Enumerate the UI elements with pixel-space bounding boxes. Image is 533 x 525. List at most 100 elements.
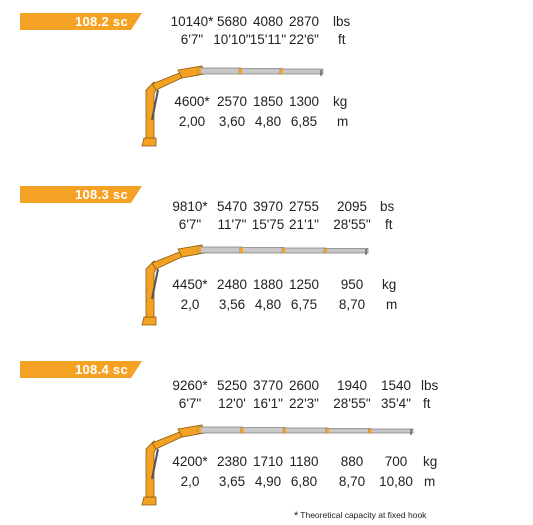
table-cell: 1850 [252,94,284,109]
model-name: 108.2 sc [74,14,128,29]
table-cell: 4450* [172,277,208,292]
table-cell: 11'7" [217,217,247,232]
footnote: *Theoretical capacity at fixed hook [294,509,426,522]
table-cell: 3,60 [218,114,246,129]
table-cell: 3,65 [218,474,246,489]
crane-extension [197,246,243,254]
table-cell: 2755 [288,199,320,214]
capacity-kg-row: 4600* 2570 1850 1300 kg [0,93,533,111]
table-cell: 4080 [252,14,284,29]
table-cell: 12'0' [218,396,246,411]
unit-label: ft [385,217,393,232]
crane-extension [323,248,369,254]
table-cell: 1180 [289,454,319,469]
crane-extension-collar [240,427,244,433]
crane-extension-collar [280,69,283,74]
table-cell: 22'6" [289,32,319,47]
crane-base [141,496,157,506]
footnote-star: * [294,510,299,522]
crane-diagram [141,244,369,326]
table-cell: 2,0 [180,474,200,489]
unit-label: lbs [333,14,351,29]
model-tag: 108.4 sc [20,361,142,378]
table-cell: 8,70 [338,474,366,489]
table-cell: 8,70 [338,297,366,312]
crane-cylinder [151,89,159,121]
table-cell: 4600* [174,94,210,109]
crane-extension [197,67,242,75]
table-cell: 16'1" [253,396,283,411]
crane-extension-collar [240,247,243,253]
unit-label: m [337,114,349,129]
crane-extension-collar [282,248,285,253]
table-cell: 5680 [216,14,248,29]
crane-extension [282,427,329,434]
table-cell: 15'11" [249,32,287,47]
table-cell: 28'55" [333,217,371,232]
table-cell: 700 [384,454,408,469]
crane-column [145,81,159,139]
table-cell: 5250 [216,378,248,393]
table-cell: 2570 [216,94,248,109]
table-cell: 10140* [170,14,214,29]
unit-label: bs [380,199,395,214]
crane-extension [368,428,414,434]
reach-ft-row: 6'7"10'10"15'11"22'6"ft [0,31,533,49]
table-cell: 4,80 [254,297,282,312]
crane-cylinder [151,268,159,300]
table-cell: 950 [340,277,364,292]
unit-label: kg [423,454,438,469]
unit-label: kg [333,94,348,109]
unit-label: kg [382,277,397,292]
crane-extension-collar [283,428,287,433]
table-cell: 6'7" [178,217,202,232]
table-cell: 2,00 [178,114,206,129]
capacity-lbs-row: 10140*5680 4080 2870 lbs [0,13,533,31]
crane-extension [279,68,324,75]
table-cell: 1710 [252,454,284,469]
table-cell: 4,90 [254,474,282,489]
table-cell: 15'75 [251,217,285,232]
table-cell: 3,56 [218,297,246,312]
table-cell: 10,80 [379,474,413,489]
crane-extension-collar [325,428,329,433]
crane-extension [325,428,371,434]
table-cell: 28'55" [333,396,371,411]
model-name: 108.4 sc [74,362,128,377]
table-cell: 2,0 [180,297,200,312]
crane-extension [281,247,327,254]
crane-extension-collar [368,429,372,433]
table-cell: 1250 [288,277,320,292]
crane-extension-collar [239,68,242,74]
table-cell: 6,80 [290,474,318,489]
table-cell: 5470 [216,199,248,214]
table-cell: 10'10" [213,32,251,47]
table-cell: 1300 [288,94,320,109]
table-cell: 2870 [288,14,320,29]
crane-column [145,440,159,498]
crane-cylinder [151,448,159,480]
crane-diagram [141,424,414,506]
crane-extension-collar [198,247,201,253]
crane-extension [238,68,283,75]
table-cell: 3770 [252,378,284,393]
table-cell: 2600 [288,378,320,393]
table-cell: 9810* [172,199,208,214]
crane-base [141,316,157,326]
table-cell: 4,80 [254,114,282,129]
crane-extension [197,426,243,434]
table-cell: 6,75 [290,297,318,312]
table-cell: 1880 [252,277,284,292]
unit-label: ft [423,396,431,411]
table-cell: 2095 [336,199,368,214]
unit-label: ft [338,32,346,47]
